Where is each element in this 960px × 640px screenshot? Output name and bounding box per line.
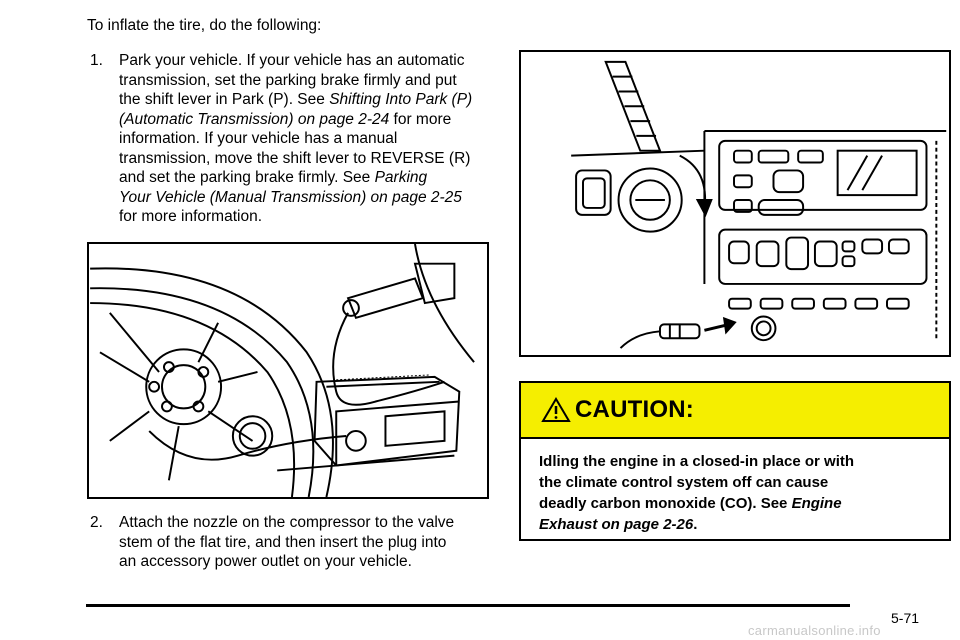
step-2: 2. Attach the nozzle on the compressor t… <box>90 513 500 575</box>
intro-text: To inflate the tire, do the following: <box>87 17 322 34</box>
caution-box: CAUTION: Idling the engine in a closed-i… <box>519 381 951 541</box>
step-1-body: Park your vehicle. If your vehicle has a… <box>119 51 472 227</box>
warning-triangle-icon <box>541 397 571 422</box>
link-engine-exhaust-cont[interactable]: Exhaust on page 2-26 <box>539 516 694 533</box>
caution-line-2: the climate control system off can cause <box>539 474 829 491</box>
step-1-line-4: (Automatic Transmission) on page 2-24 fo… <box>119 110 452 128</box>
step-2-number: 2. <box>90 514 103 531</box>
step-1-line-8: Your Vehicle (Manual Transmission) on pa… <box>119 188 472 208</box>
dashboard-drawing <box>571 60 947 349</box>
link-shifting-into-park[interactable]: Shifting Into Park (P) <box>329 91 473 108</box>
step-1-line-5: information. If your vehicle has a manua… <box>119 130 398 147</box>
caution-title: CAUTION: <box>575 396 694 423</box>
step-1-line-9: for more information. <box>119 208 262 225</box>
step-1-line-6: transmission, move the shift lever to RE… <box>119 149 471 167</box>
step-1-number: 1. <box>90 52 103 69</box>
step-1-line-7: and set the parking brake firmly. See Pa… <box>119 169 428 186</box>
step-2-line-1: Attach the nozzle on the compressor to t… <box>119 514 455 531</box>
dashboard-outlet-illustration <box>519 50 951 357</box>
link-parking-your-vehicle[interactable]: Parking <box>374 169 428 186</box>
caution-line-3: deadly carbon monoxide (CO). See Engine <box>539 495 842 512</box>
step-1-line-2: transmission, set the parking brake firm… <box>119 71 457 89</box>
link-shifting-into-park-cont[interactable]: (Automatic Transmission) on page 2-24 <box>119 110 390 128</box>
caution-line-1: Idling the engine in a closed-in place o… <box>539 453 855 470</box>
tire-compressor-drawing <box>90 244 475 497</box>
step-1: 1. Park your vehicle. If your vehicle ha… <box>90 51 500 236</box>
step-2-line-2: stem of the flat tire, and then insert t… <box>119 533 447 551</box>
step-2-body: Attach the nozzle on the compressor to t… <box>119 513 454 572</box>
caution-header: CAUTION: <box>521 383 949 439</box>
watermark: carmanualsonline.info <box>748 623 881 638</box>
page-number: 5-71 <box>891 610 920 626</box>
step-1-line-1: Park your vehicle. If your vehicle has a… <box>119 52 465 69</box>
step-1-line-3: the shift lever in Park (P). See Shiftin… <box>119 91 473 108</box>
caution-body: Idling the engine in a closed-in place o… <box>521 439 949 535</box>
step-2-line-3: an accessory power outlet on your vehicl… <box>119 553 412 570</box>
tire-compressor-illustration <box>87 242 489 499</box>
footer-rule <box>86 604 850 607</box>
link-parking-your-vehicle-cont[interactable]: Your Vehicle (Manual Transmission) on pa… <box>119 188 462 206</box>
link-engine-exhaust[interactable]: Engine <box>791 495 842 512</box>
caution-line-4: Exhaust on page 2-26. <box>539 516 698 533</box>
